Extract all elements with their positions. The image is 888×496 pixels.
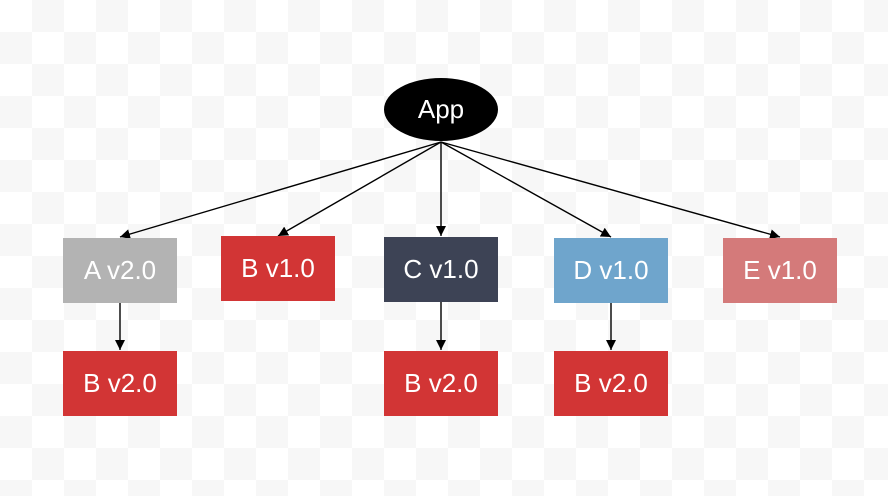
node-a-child-b-v2: B v2.0 [63, 351, 177, 416]
edge-app-d [440, 141, 612, 238]
edge-app-a [119, 141, 442, 239]
node-d-v1: D v1.0 [554, 238, 668, 303]
node-app: App [384, 78, 498, 141]
edge-app-b [277, 141, 442, 237]
node-d-child-b-v2: B v2.0 [554, 351, 668, 416]
edge-app-e [440, 141, 781, 240]
node-e-v1: E v1.0 [723, 238, 837, 303]
node-a-v2: A v2.0 [63, 238, 177, 303]
node-c-child-b-v2: B v2.0 [384, 351, 498, 416]
node-b-v1: B v1.0 [221, 236, 335, 301]
node-c-v1: C v1.0 [384, 237, 498, 302]
